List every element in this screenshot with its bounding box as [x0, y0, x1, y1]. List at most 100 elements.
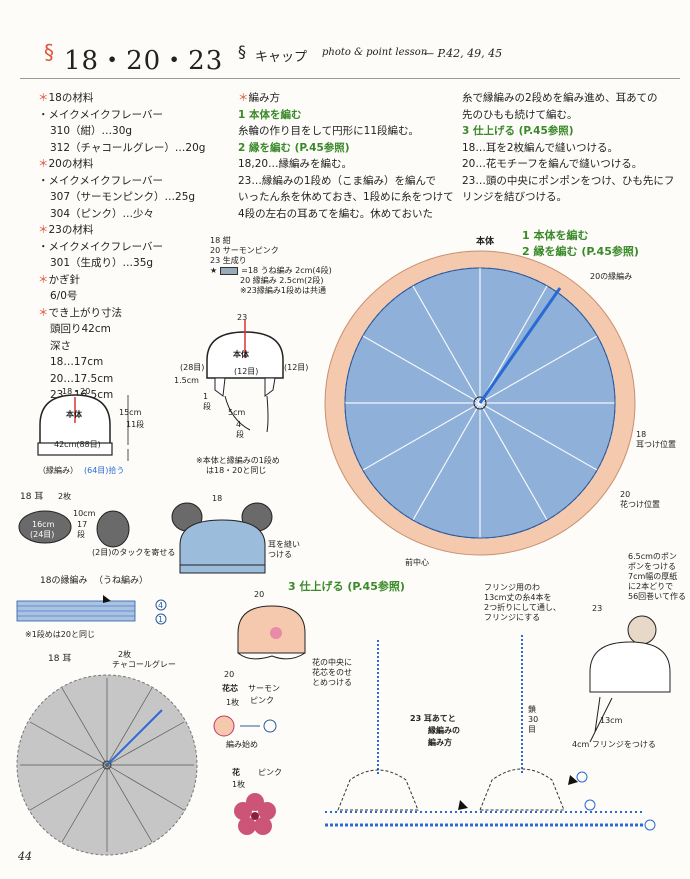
flower-note: とめつける [312, 678, 352, 687]
diag-23-right: (12目) [284, 363, 309, 372]
cap-23-4cm: 4cm フリンジをつける [572, 740, 656, 749]
ear-label-18: 18 [212, 494, 223, 503]
finish-heading: 3 仕上げる (P.45参照) [288, 580, 405, 593]
diag-edge: （縁編み） [38, 466, 78, 475]
legend-18: 18 紺 [210, 236, 231, 245]
materials-text: 312（チャコールグレー）…20g [50, 141, 206, 154]
flower-count: 1枚 [232, 780, 246, 789]
header: § 18・20・23 § キャップ photo & point lesson —… [0, 0, 690, 80]
ear-stitches: (24目) [30, 530, 55, 539]
method-block-2: 糸で縁編みの2段めを編み進め、耳あての 先のひもも続けて編む。 3 仕上げる (… [462, 90, 684, 206]
page-number: 44 [18, 850, 32, 863]
core-num: 20 [224, 670, 235, 679]
edging-type: （うね編み） [94, 576, 149, 586]
ear-chart-color: チャコールグレー [112, 660, 176, 669]
diag-circumference: 42cm(88目) [54, 440, 101, 449]
materials-text: ・メイクメイクフレーバー [38, 174, 164, 187]
front-center: 前中心 [405, 558, 429, 567]
flower-note: 花芯をのせ [312, 668, 352, 677]
diag-body-label: 本体 [66, 410, 82, 419]
flower-chart [234, 793, 276, 835]
step-1-text: 糸輪の作り目をして円形に11段編む。 [238, 125, 420, 137]
flower-color: ピンク [258, 768, 282, 777]
ear18-label: 18 [636, 430, 647, 439]
ear-flap-chart-23 [325, 635, 656, 831]
cap-23-label: 23 [592, 604, 603, 613]
ear23-title: 縁編みの [428, 726, 460, 735]
pompom-note: 6.5cmのポン [628, 552, 677, 561]
ear18-position: 耳つけ位置 [636, 440, 676, 449]
diag-pick: (64目)拾う [84, 466, 125, 475]
pompom-note: ポンをつける [628, 562, 676, 571]
method-heading: 編み方 [248, 92, 281, 104]
ear-chart-count: 2枚 [118, 650, 132, 659]
pompom-note: 7cm幅の厚紙 [628, 572, 678, 581]
materials-23-heading: 23の材料 [48, 224, 94, 236]
core-count: 1枚 [226, 698, 240, 707]
header-rule [20, 78, 680, 79]
fringe-note: 13cm丈の糸4本を [484, 593, 552, 602]
edging-heading: 18の縁編み [40, 576, 88, 586]
step-3-title: 3 仕上げる (P.45参照) [462, 125, 574, 137]
legend-band-3: ※23縁編み1段めは共通 [240, 286, 326, 295]
core-start: 編み始め [226, 740, 258, 749]
flower-core-chart [213, 715, 277, 737]
page-refs: — P.42, 49, 45 [423, 47, 503, 60]
finish-20: 20 [254, 590, 265, 599]
band-swatch [220, 267, 239, 275]
ear-heading: 18 耳 [20, 492, 44, 502]
diag-23-h: 1.5cm [174, 376, 199, 385]
diag-23-mid: (12目) [234, 367, 259, 376]
materials-text: 307（サーモンピンク）…25g [50, 191, 196, 203]
ear-size: 16cm [32, 520, 55, 529]
cap-with-ears [171, 502, 273, 574]
chain-label: 鎖30目 [528, 705, 539, 734]
cap-20-flower [237, 605, 306, 660]
size-heading: でき上がり寸法 [48, 306, 123, 319]
materials-text: 304（ピンク）…少々 [50, 207, 155, 220]
cap-schematic-18-20 [37, 394, 129, 461]
hook-size: 6/0号 [50, 290, 78, 302]
legend-band: =18 うね編み 2cm(4段) [241, 266, 332, 275]
diag-height: 15cm [119, 408, 142, 417]
step-2-text: 糸で縁編みの2段めを編み進め、耳あての [462, 92, 658, 104]
decor-icon: § [238, 42, 246, 61]
main-body-label: 本体 [476, 237, 495, 247]
core-color: ピンク [250, 696, 274, 705]
diag-23-body: 本体 [233, 350, 249, 359]
ear-rows: 17段 [77, 520, 88, 539]
step-3-text: 20…花モチーフを編んで縫いつける。 [462, 158, 643, 170]
pompom-note: 56回巻いて作る [628, 592, 686, 601]
diag-23-r1: 1段 [203, 392, 211, 411]
step-2-text: 先のひもも続けて編む。 [462, 108, 578, 121]
flower-label: 花 [232, 768, 240, 777]
cap-23-pompom [589, 615, 671, 743]
ear-pieces [18, 510, 130, 548]
pattern-numbers: 18・20・23 [64, 46, 224, 76]
ear-crochet-chart [16, 674, 198, 856]
legend-band-2: 20 縁編み 2.5cm(2段) [240, 276, 324, 285]
materials-text: 310（紺）…30g [50, 125, 133, 137]
lesson-label: photo & point lesson [322, 47, 428, 58]
fringe-note: 2つ折りにして通し、 [484, 603, 561, 612]
flower20-label: 20 [620, 490, 631, 499]
core-color: サーモン [248, 684, 280, 693]
size-text: 深さ [50, 339, 71, 352]
materials-block: ＊18の材料 ・メイクメイクフレーバー 310（紺）…30g 312（チャコール… [38, 90, 228, 404]
cap-schematic-23 [206, 320, 284, 433]
flower-note: 花の中央に [312, 658, 352, 667]
svg-text:4: 4 [158, 601, 163, 610]
edge20-label: 20の縁編み [590, 272, 633, 281]
step-3-text: リンジを結びつける。 [462, 191, 567, 203]
ear-height: 10cm [73, 509, 96, 518]
main-step-1: 1 本体を編む [522, 229, 589, 242]
diag-23-left: (28目) [180, 363, 205, 372]
main-crochet-chart [324, 250, 636, 556]
hook-heading: かぎ針 [48, 273, 81, 286]
step-2-title: 2 縁を編む (P.45参照) [238, 141, 350, 154]
legend-20: 20 サーモンピンク [210, 246, 279, 255]
core-label: 花芯 [222, 684, 238, 693]
flower20-position: 花つけ位置 [620, 500, 660, 509]
materials-20-heading: 20の材料 [48, 158, 94, 170]
ear23-title: 23 耳あてと [410, 714, 456, 723]
